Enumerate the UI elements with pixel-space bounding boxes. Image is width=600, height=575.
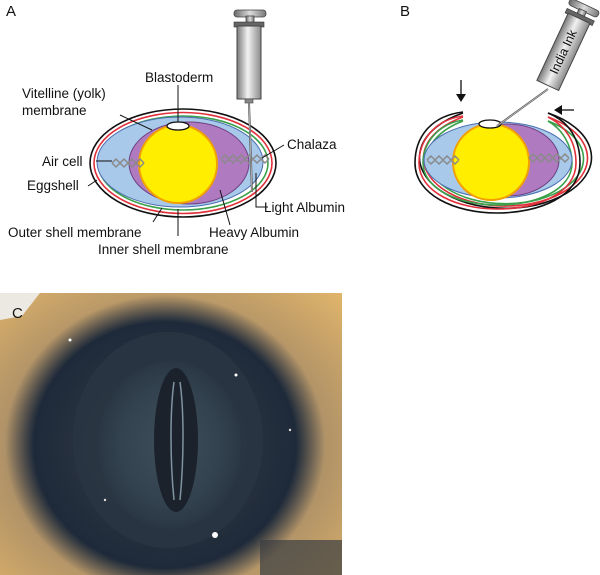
arrow-left-icon: [554, 105, 574, 115]
panel-label-c: C: [12, 305, 23, 322]
blastoderm: [166, 121, 190, 131]
label-outer-shell-membrane: Outer shell membrane: [8, 225, 142, 240]
yolk-b: [452, 123, 530, 201]
label-heavy-albumin: Heavy Albumin: [209, 225, 299, 240]
label-blastoderm: Blastoderm: [145, 70, 213, 85]
label-air-cell: Air cell: [42, 154, 83, 169]
label-eggshell: Eggshell: [27, 178, 79, 193]
blastoderm-b: [478, 119, 502, 129]
panel-a: A: [6, 3, 345, 257]
chalaza-right: [220, 153, 270, 165]
eggshell: [89, 108, 277, 218]
egg-shell-layers: [89, 108, 277, 218]
label-inner-shell-membrane: Inner shell membrane: [98, 242, 229, 257]
chalaza-right-b: [528, 152, 570, 164]
outer-shell-membrane: [93, 111, 273, 215]
panel-label-b: B: [400, 3, 410, 20]
label-chalaza: Chalaza: [287, 137, 337, 152]
chalaza-left: [111, 157, 145, 169]
syringe-icon: India Ink: [536, 0, 600, 92]
label-light-albumin: Light Albumin: [264, 200, 345, 215]
panel-c-photo: [0, 293, 342, 575]
chalaza-left-b: [426, 154, 460, 166]
arrow-down-icon: [456, 80, 466, 102]
panel-label-a: A: [6, 3, 16, 20]
yolk: [138, 124, 218, 204]
label-vitelline-2: membrane: [22, 103, 87, 118]
syringe-icon: [233, 9, 267, 193]
leader-lines: [87, 85, 285, 236]
panel-b: B India Ink: [400, 0, 600, 214]
label-vitelline-1: Vitelline (yolk): [22, 86, 106, 101]
